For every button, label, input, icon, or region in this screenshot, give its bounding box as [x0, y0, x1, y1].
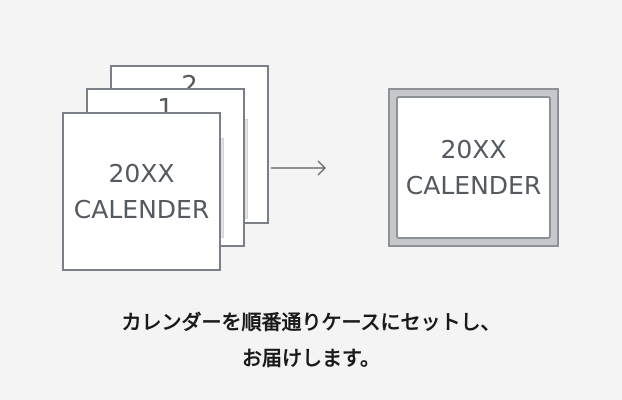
- case-cover-label: CALENDER: [405, 170, 542, 200]
- cover-title: 20XX CALENDER: [64, 156, 219, 228]
- caption-line-1: カレンダーを順番通りケースにセットし、: [121, 310, 501, 334]
- calendar-case: 20XX CALENDER: [388, 88, 559, 247]
- arrow-right-icon: [271, 160, 327, 176]
- calendar-front-cover: 20XX CALENDER: [62, 112, 221, 271]
- case-calendar-cover: 20XX CALENDER: [396, 96, 551, 239]
- case-cover-title: 20XX CALENDER: [398, 132, 549, 204]
- cover-label: CALENDER: [73, 194, 210, 224]
- case-cover-year: 20XX: [440, 134, 507, 164]
- cover-year: 20XX: [108, 158, 175, 188]
- diagram-caption: カレンダーを順番通りケースにセットし、 お届けします。: [0, 304, 622, 376]
- caption-line-2: お届けします。: [242, 346, 380, 370]
